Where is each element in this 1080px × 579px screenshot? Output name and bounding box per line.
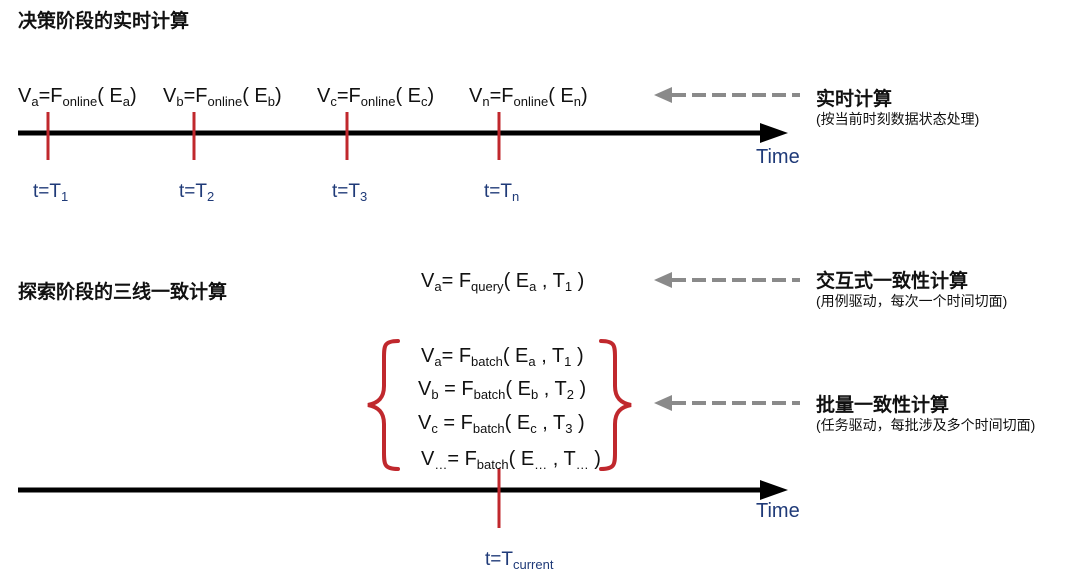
- formula-batch-ellipsis: V…= Fbatch( E… , T… ): [421, 448, 601, 472]
- timeline-arrowhead-top: [760, 123, 788, 143]
- axis-label-time-bottom: Time: [756, 500, 800, 522]
- dashed-arrow-interactive: [654, 272, 800, 288]
- tick-label-current: t=Tcurrent: [485, 549, 554, 572]
- dashed-arrow-batch: [654, 395, 800, 411]
- side-title-realtime: 实时计算: [816, 89, 893, 110]
- formula-batch-a: Va= Fbatch( Ea , T1 ): [421, 345, 584, 369]
- side-note-batch: (任务驱动，每批涉及多个时间切面): [816, 417, 1036, 433]
- side-title-batch: 批量一致性计算: [816, 395, 950, 416]
- formula-online-a: Va=Fonline( Ea): [18, 85, 137, 109]
- side-note-interactive: (用例驱动，每次一个时间切面): [816, 293, 1008, 309]
- side-title-interactive: 交互式一致性计算: [816, 271, 969, 292]
- section-title-exploration: 探索阶段的三线一致计算: [18, 282, 228, 303]
- tick-label-t3: t=T3: [332, 181, 368, 204]
- axis-label-time-top: Time: [756, 146, 800, 168]
- right-curly-brace: [599, 339, 632, 471]
- dashed-arrow-realtime: [654, 87, 800, 103]
- timeline-arrowhead-bottom: [760, 480, 788, 500]
- formula-batch-c: Vc = Fbatch( Ec , T3 ): [418, 412, 585, 436]
- formula-online-b: Vb=Fonline( Eb): [163, 85, 282, 109]
- formula-online-n: Vn=Fonline( En): [469, 85, 588, 109]
- tick-label-tn: t=Tn: [484, 181, 520, 204]
- tick-label-t2: t=T2: [179, 181, 215, 204]
- section-title-realtime: 决策阶段的实时计算: [18, 11, 190, 32]
- side-note-realtime: (按当前时刻数据状态处理): [816, 111, 980, 127]
- tick-label-t1: t=T1: [33, 181, 69, 204]
- formula-batch-b: Vb = Fbatch( Eb , T2 ): [418, 378, 587, 402]
- formula-online-c: Vc=Fonline( Ec): [317, 85, 435, 109]
- formula-query: Va= Fquery( Ea , T1 ): [421, 270, 585, 294]
- left-curly-brace: [367, 339, 400, 471]
